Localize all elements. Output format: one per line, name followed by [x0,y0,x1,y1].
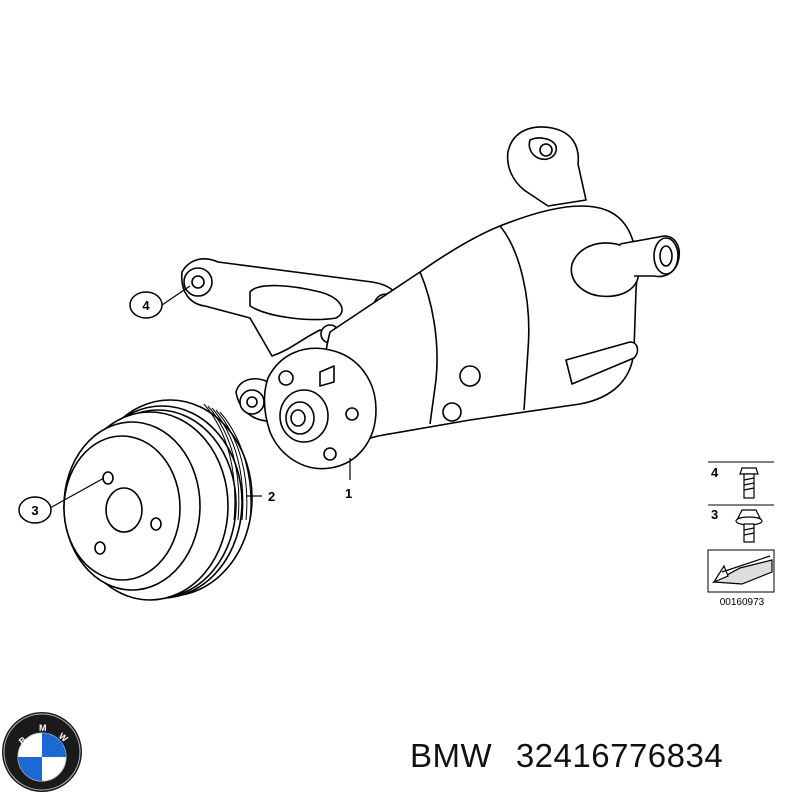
callout-4: 4 [129,291,163,319]
direction-arrow-icon [711,555,773,585]
caption-part-number: 32416776834 [515,737,724,774]
pump-assembly [180,126,680,470]
part-label-2: 2 [268,489,275,504]
part-caption: BMW 32416776834 [410,737,723,775]
svg-text:B: B [17,734,29,746]
svg-text:M: M [39,723,47,733]
fastener-legend: 4 3 00160973 [707,461,775,608]
flange-bolt-icon [735,509,763,543]
part-label-1: 1 [345,486,352,501]
callout-3-circle [18,496,52,524]
callout-4-circle [129,291,163,319]
pulley [63,399,253,601]
legend-reference-number: 00160973 [720,597,765,608]
callout-4-label: 4 [142,298,150,313]
callout-3: 3 [18,496,52,524]
bmw-logo: B M W [2,712,82,792]
hex-bolt-icon [739,467,759,499]
callout-3-label: 3 [31,503,38,518]
leader-lines [49,285,351,509]
legend-item-4-label: 4 [711,465,719,480]
caption-brand: BMW [410,737,493,774]
legend-item-3-label: 3 [711,507,718,522]
